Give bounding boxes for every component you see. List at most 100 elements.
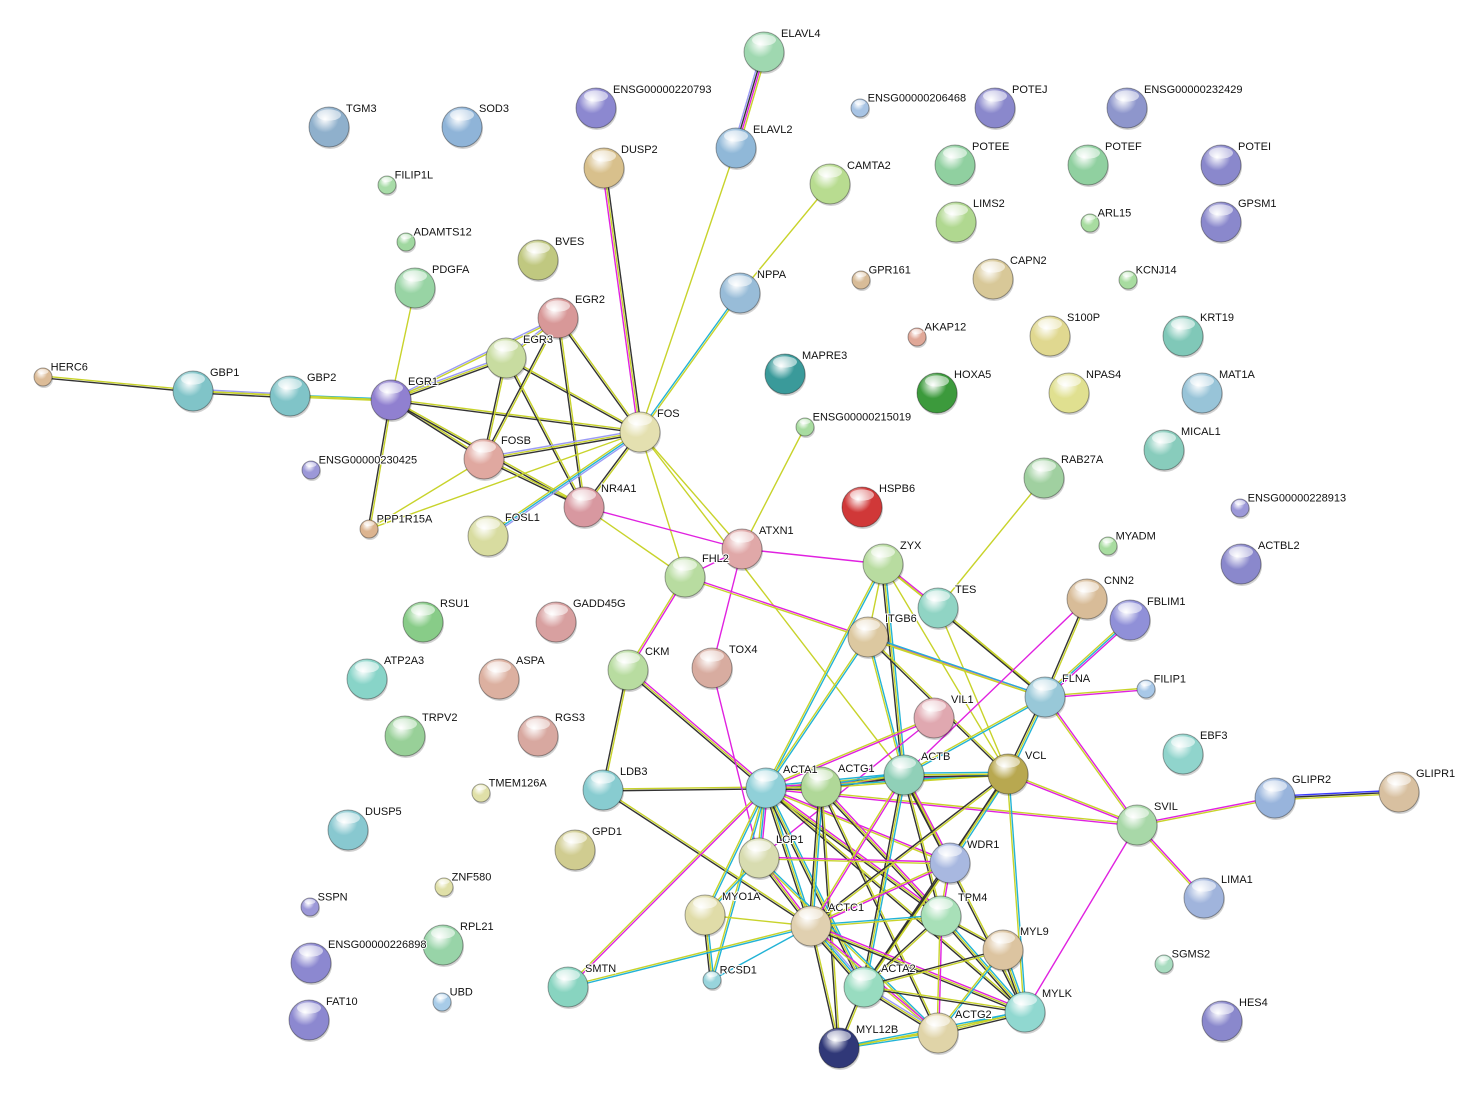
node-myl12b[interactable] <box>818 1027 860 1070</box>
edge-fos-fosl1[interactable] <box>486 429 642 539</box>
edge-cnn2-actb[interactable] <box>903 598 1088 776</box>
node-egr3[interactable] <box>485 337 527 380</box>
edge-tpm4-mylk[interactable] <box>939 914 1027 1014</box>
node-bves[interactable] <box>517 239 559 282</box>
edge-fos-atxn1[interactable] <box>639 431 743 550</box>
node-actg1[interactable] <box>800 766 842 809</box>
node-ubd[interactable] <box>432 992 452 1013</box>
edge-atxn1-tox4[interactable] <box>711 548 743 669</box>
node-ebf3[interactable] <box>1162 733 1204 776</box>
node-gadd45g[interactable] <box>535 601 577 644</box>
node-mylk[interactable] <box>1004 991 1046 1034</box>
edge-wdr1-actc1[interactable] <box>810 861 951 928</box>
node-zyx[interactable] <box>862 543 904 586</box>
edge-fosb-fos[interactable] <box>483 429 641 462</box>
node-wdr1[interactable] <box>929 842 971 885</box>
node-sgms2[interactable] <box>1154 954 1174 975</box>
node-ppp1r15a[interactable] <box>359 519 379 540</box>
edge-tes-flna[interactable] <box>936 606 1047 699</box>
edge-myl9-acta2[interactable] <box>863 948 1004 989</box>
node-elavl4[interactable] <box>743 31 785 74</box>
node-ensg00000215019[interactable] <box>795 417 815 438</box>
edge-zyx-vcl[interactable] <box>882 563 1009 775</box>
node-mical1[interactable] <box>1143 429 1185 472</box>
edge-ckm-acta1[interactable] <box>626 668 768 790</box>
edge-egr2-fosb[interactable] <box>482 317 560 460</box>
node-rab27a[interactable] <box>1023 457 1065 500</box>
edge-vcl-mylk[interactable] <box>1006 773 1027 1013</box>
node-gpd1[interactable] <box>554 829 596 872</box>
edge-actb-mylk[interactable] <box>902 774 1027 1013</box>
node-potei[interactable] <box>1200 144 1242 187</box>
edge-nr4a1-atxn1[interactable] <box>583 506 743 550</box>
edge-acta1-myo1a[interactable] <box>703 787 768 916</box>
node-fat10[interactable] <box>288 999 330 1042</box>
node-nr4a1[interactable] <box>563 486 605 529</box>
node-dusp5[interactable] <box>327 809 369 852</box>
edge-atxn1-zyx[interactable] <box>741 548 884 565</box>
node-myo1a[interactable] <box>684 894 726 937</box>
node-pdgfa[interactable] <box>394 267 436 310</box>
edge-egr1-egr2[interactable] <box>390 316 559 402</box>
node-tmem126a[interactable] <box>471 783 491 804</box>
edge-tes-vcl[interactable] <box>937 607 1009 775</box>
node-nppa[interactable] <box>719 272 761 315</box>
edge-ckm-ldb3[interactable] <box>601 669 630 791</box>
edge-egr1-fos[interactable] <box>390 398 641 434</box>
edge-zyx-actb[interactable] <box>880 563 907 776</box>
edge-glipr2-glipr1[interactable] <box>1274 789 1400 801</box>
node-vcl[interactable] <box>987 753 1029 796</box>
node-actc1[interactable] <box>790 905 832 948</box>
node-egr1[interactable] <box>370 379 412 422</box>
edge-svil-glipr2[interactable] <box>1136 796 1276 827</box>
edge-ldb3-actc1[interactable] <box>602 788 812 928</box>
edge-nr4a1-fhl2[interactable] <box>583 506 686 578</box>
node-tpm4[interactable] <box>920 895 962 938</box>
edge-fos-actb[interactable] <box>639 431 905 776</box>
edge-ldb3-acta1[interactable] <box>602 786 767 792</box>
node-acta2[interactable] <box>843 966 885 1009</box>
node-herc6[interactable] <box>33 367 53 388</box>
node-hspb6[interactable] <box>841 486 883 529</box>
node-actb[interactable] <box>883 754 925 797</box>
node-smtn[interactable] <box>547 966 589 1009</box>
node-rgs3[interactable] <box>517 715 559 758</box>
edge-fos-fhl2[interactable] <box>639 431 686 578</box>
node-dusp2[interactable] <box>583 147 625 190</box>
node-flna[interactable] <box>1024 676 1066 719</box>
node-potee[interactable] <box>934 144 976 187</box>
node-s100p[interactable] <box>1029 315 1071 358</box>
edge-flna-svil[interactable] <box>1043 696 1139 826</box>
node-npas4[interactable] <box>1048 372 1090 415</box>
node-vil1[interactable] <box>913 697 955 740</box>
edge-fos-nppa[interactable] <box>638 292 742 433</box>
node-egr2[interactable] <box>537 297 579 340</box>
node-actg2[interactable] <box>917 1012 959 1055</box>
edge-nppa-camta2[interactable] <box>739 183 831 294</box>
edge-egr3-fos[interactable] <box>505 356 641 434</box>
edge-egr1-ppp1r15a[interactable] <box>367 399 393 530</box>
node-adamts12[interactable] <box>396 232 416 253</box>
node-cnn2[interactable] <box>1066 578 1108 621</box>
edge-actc1-mylk[interactable] <box>810 923 1026 1015</box>
node-atxn1[interactable] <box>721 528 763 571</box>
node-mat1a[interactable] <box>1181 372 1223 415</box>
node-filip1[interactable] <box>1136 679 1156 700</box>
node-trpv2[interactable] <box>384 715 426 758</box>
edge-fos-dusp2[interactable] <box>601 167 643 433</box>
node-mapre3[interactable] <box>764 353 806 396</box>
node-sod3[interactable] <box>441 106 483 149</box>
edge-herc6-gbp1[interactable] <box>42 375 194 393</box>
node-gpr161[interactable] <box>851 270 871 291</box>
node-ensg00000230425[interactable] <box>301 460 321 481</box>
node-fosl1[interactable] <box>467 515 509 558</box>
edge-acta1-smtn[interactable] <box>566 786 768 989</box>
edge-zyx-acta1[interactable] <box>764 563 885 789</box>
node-gbp2[interactable] <box>269 375 311 418</box>
node-lcp1[interactable] <box>738 837 780 880</box>
edge-rab27a-tes[interactable] <box>937 477 1045 609</box>
node-sspn[interactable] <box>300 897 320 918</box>
edge-lcp1-actg2[interactable] <box>757 856 940 1035</box>
edge-actc1-smtn[interactable] <box>567 924 812 989</box>
node-myl9[interactable] <box>982 929 1024 972</box>
